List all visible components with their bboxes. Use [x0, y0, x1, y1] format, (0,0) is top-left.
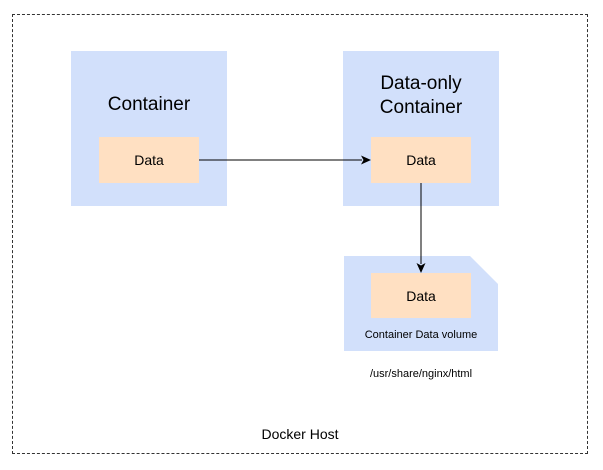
arrowhead-right	[361, 155, 371, 165]
arrowhead-down	[416, 263, 426, 273]
container-title: Container	[107, 94, 191, 115]
mount-path-label: /usr/share/nginx/html	[369, 368, 473, 380]
data-only-container-title: Data-only Container	[379, 73, 463, 118]
docker-host-frame	[12, 14, 588, 454]
volume-data-box: Data	[371, 273, 471, 318]
data-only-container-data-box: Data	[371, 137, 471, 183]
volume-label: Container Data volume	[364, 329, 478, 341]
docker-host-label: Docker Host	[261, 426, 339, 442]
container-data-box: Data	[99, 137, 199, 183]
